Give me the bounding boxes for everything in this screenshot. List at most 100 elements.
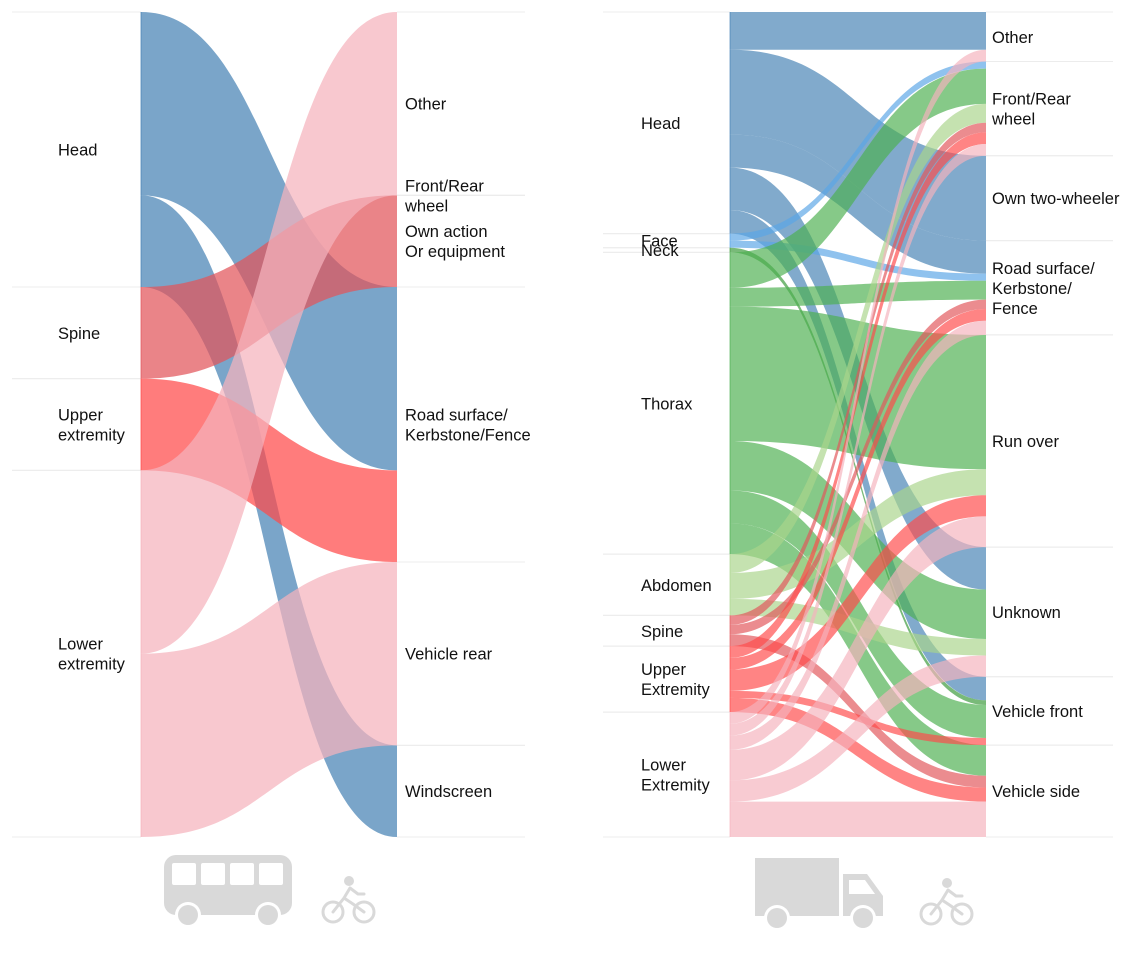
- flow-edge: [729, 233, 731, 241]
- flow-edge: [729, 134, 731, 168]
- flow-spine-to-road: [730, 299, 986, 635]
- flow-lower-to-other: [141, 12, 397, 654]
- flow-lower-to-vrear: [141, 562, 397, 837]
- flow-edge: [729, 598, 731, 616]
- flow-edge: [729, 49, 731, 135]
- source-label-head: Head: [58, 142, 97, 160]
- flow-spine-to-wheel: [730, 122, 986, 625]
- flow-edge: [729, 167, 731, 210]
- target-label-vrear: Vehicle rear: [405, 646, 493, 664]
- truck-icon: [755, 858, 883, 931]
- flow-neck-to-vfront: [730, 247, 986, 705]
- flow-edge: [729, 780, 731, 802]
- flow-edge: [729, 240, 731, 248]
- flow-upper-to-wheel: [730, 132, 986, 658]
- flow-edge: [140, 287, 142, 379]
- flow-edge: [140, 470, 142, 654]
- flow-lower-to-unk: [730, 655, 986, 802]
- flow-edge: [729, 523, 731, 555]
- source-label-spine: Spine: [641, 623, 683, 641]
- flow-edge: [729, 624, 731, 635]
- flow-edge: [140, 195, 142, 287]
- node-guides: [603, 11, 1113, 838]
- flow-edge: [729, 252, 731, 288]
- node-guides: [12, 11, 525, 838]
- flow-edge: [140, 653, 142, 837]
- target-label-own: Own two-wheeler: [992, 190, 1120, 208]
- source-label-face: Face: [641, 233, 678, 251]
- target-label-road: Road surface/Kerbstone/Fence: [405, 407, 531, 445]
- flow-edge: [729, 723, 731, 736]
- source-label-thorax: Thorax: [641, 395, 693, 413]
- flow-spine-to-vside: [730, 634, 986, 788]
- flow-edge: [140, 378, 142, 471]
- flow-edge: [729, 749, 731, 781]
- flow-edge: [140, 12, 142, 196]
- flow-lower-to-run: [730, 516, 986, 781]
- flow-head-to-road: [730, 134, 986, 274]
- flow-bands: [729, 12, 986, 837]
- cyclist-icon: [321, 876, 376, 924]
- flow-lower-to-wheel: [730, 144, 986, 736]
- flow-edge: [729, 669, 731, 691]
- flow-edge: [729, 646, 731, 658]
- source-label-neck: Neck: [641, 242, 679, 260]
- flow-upper-to-run: [730, 495, 986, 691]
- flow-edge: [729, 657, 731, 670]
- flow-thorax-to-vfront: [730, 490, 986, 738]
- flow-upper-to-vside: [730, 697, 986, 802]
- flow-edge: [729, 287, 731, 307]
- target-label-unk: Unknown: [992, 604, 1061, 622]
- flow-abdomen-to-wheel: [730, 103, 986, 573]
- target-label-vfront: Vehicle front: [992, 703, 1083, 721]
- target-label-vside: Vehicle side: [992, 783, 1080, 801]
- flow-lower-to-vside: [730, 801, 986, 837]
- flow-edge: [729, 490, 731, 524]
- flow-edge: [729, 247, 731, 253]
- bus-icon: [164, 855, 292, 928]
- source-label-head: Head: [641, 115, 680, 133]
- flow-edge: [729, 735, 731, 750]
- flow-edge: [729, 12, 731, 50]
- flow-edge: [729, 210, 731, 234]
- target-label-road: Road surface/Kerbstone/Fence: [992, 260, 1095, 318]
- flow-face-to-wheel: [730, 61, 986, 241]
- flow-edge: [729, 573, 731, 599]
- flow-edge: [729, 697, 731, 713]
- flow-edge: [729, 441, 731, 491]
- flow-head-to-wind: [141, 195, 397, 838]
- flow-head-to-other: [730, 12, 986, 50]
- flow-edge: [729, 690, 731, 698]
- flow-edge: [729, 634, 731, 647]
- source-label-spine: Spine: [58, 325, 100, 343]
- flow-edge: [729, 615, 731, 625]
- flow-edge: [729, 306, 731, 441]
- flow-bands: [140, 12, 397, 838]
- cyclist-icon: [919, 878, 974, 926]
- flow-edge: [729, 554, 731, 573]
- flow-lower-to-road: [730, 320, 986, 750]
- source-label-abdomen: Abdomen: [641, 577, 712, 595]
- flow-lower-to-other: [730, 49, 986, 724]
- target-label-wind: Windscreen: [405, 783, 492, 801]
- target-label-other: Other: [992, 29, 1034, 47]
- flow-upper-to-road: [730, 309, 986, 670]
- flow-edge: [729, 712, 731, 724]
- target-label-run: Run over: [992, 433, 1059, 451]
- flow-thorax-to-road: [730, 280, 986, 307]
- flow-abdomen-to-unk: [730, 598, 986, 656]
- flow-edge: [729, 801, 731, 837]
